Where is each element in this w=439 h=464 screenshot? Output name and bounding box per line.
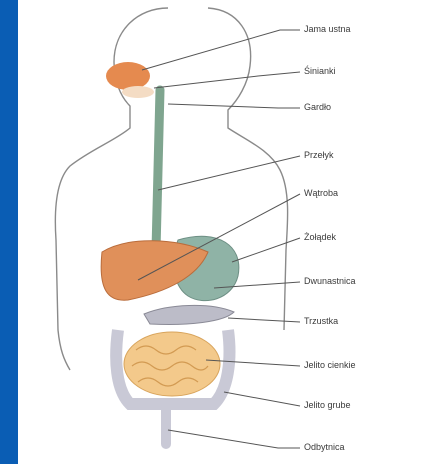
label-odbytnica: Odbytnica — [304, 442, 345, 452]
pancreas-shape — [144, 305, 234, 324]
salivary-shape — [122, 86, 154, 98]
label-trzustka: Trzustka — [304, 316, 338, 326]
small-intestine-shape — [124, 332, 220, 396]
leader-jelito-grube — [224, 392, 300, 406]
leader-gardlo — [168, 104, 300, 108]
label-przelyk: Przełyk — [304, 150, 334, 160]
label-jelito-grube: Jelito grube — [304, 400, 351, 410]
esophagus-shape — [156, 90, 160, 250]
label-jama-ustna: Jama ustna — [304, 24, 351, 34]
mouth-shape — [106, 62, 150, 90]
leader-przelyk — [158, 156, 300, 190]
digestive-system-illustration — [18, 0, 439, 464]
label-dwunastnica: Dwunastnica — [304, 276, 356, 286]
label-slinianki: Śinianki — [304, 66, 336, 76]
diagram-stage: Jama ustna Śinianki Gardło Przełyk Wątro… — [18, 0, 439, 464]
leader-zoladek — [232, 238, 300, 262]
leader-jama-ustna — [142, 30, 300, 70]
label-gardlo: Gardło — [304, 102, 331, 112]
label-watroba: Wątroba — [304, 188, 338, 198]
leader-odbytnica — [168, 430, 300, 448]
leader-trzustka — [228, 318, 300, 322]
label-zoladek: Żołądek — [304, 232, 336, 242]
label-jelito-cienkie: Jelito cienkie — [304, 360, 356, 370]
leader-slinianki — [154, 72, 300, 88]
